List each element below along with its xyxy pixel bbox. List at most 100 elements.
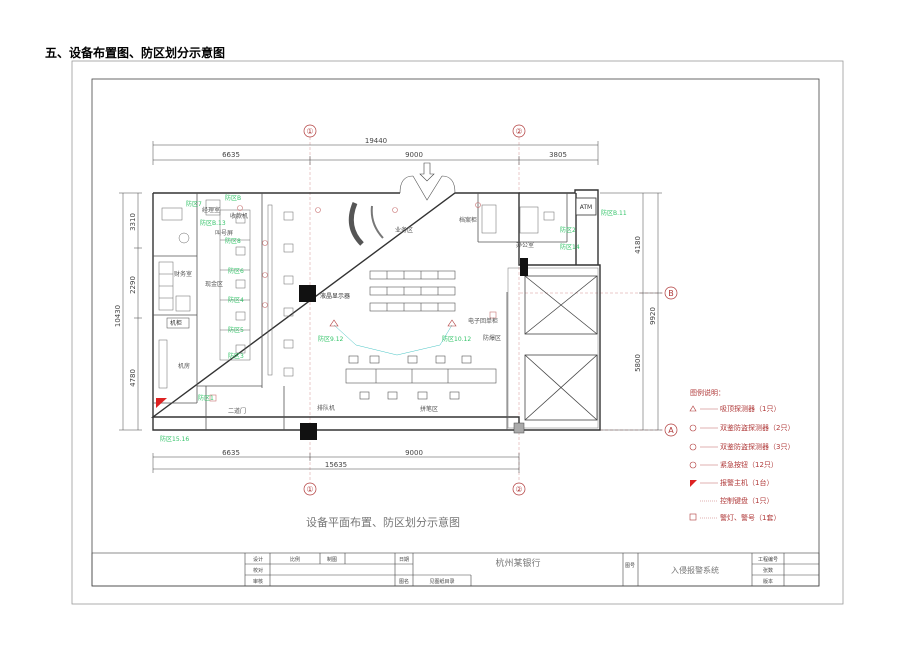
legend: 图例说明： 吸顶探测器（1只） 双鉴防盗探测器（2只） 双鉴防盗探测器（3只） … (689, 388, 794, 522)
reception-counter (370, 205, 384, 239)
legend-symbol-ceiling (689, 405, 697, 412)
tb-date-value: 见图纸目录 (429, 578, 454, 585)
dim-left-3: 4780 (129, 369, 137, 387)
column-post (513, 422, 525, 434)
bottom-dimensions (152, 453, 520, 473)
legend-item-1: 双鉴防盗探测器（2只） (720, 423, 794, 432)
lcd-display-label: 液晶显示器 (320, 292, 350, 300)
legend-symbol-dual-2 (689, 424, 697, 432)
elevator-shafts (507, 267, 599, 429)
svg-text:①: ① (306, 127, 313, 136)
dim-right-total: 9920 (649, 307, 657, 325)
tb-sheet: 张数 (763, 567, 773, 574)
office-label: 办公室 (516, 241, 534, 249)
svg-text:A: A (668, 426, 674, 435)
tb-project-name: 杭州某银行 (495, 557, 540, 569)
dim-left-2: 2290 (129, 276, 137, 294)
tb-system-name: 入侵报警系统 (671, 565, 719, 575)
cabinet-label: 机柜 (170, 319, 182, 327)
queue-display-label: 叫号屏 (215, 229, 233, 237)
legend-item-5: 控制键盘（1只） (720, 496, 773, 505)
zone-label-7: 防区7 (186, 200, 202, 208)
right-dimensions (600, 192, 662, 431)
tb-figure: 图号 (625, 563, 635, 569)
tb-scale: 比例 (290, 556, 300, 563)
blast-zone-label: 防爆区 (483, 334, 501, 342)
tb-project-no: 工程编号 (758, 556, 778, 563)
sheet-outer-border (71, 60, 844, 605)
legend-symbol-siren (689, 513, 697, 521)
drawing-caption: 设备平面布置、防区划分示意图 (306, 515, 460, 529)
svg-text:②: ② (515, 485, 522, 494)
dim-top-total: 19440 (365, 137, 387, 145)
page-heading: 五、设备布置图、防区划分示意图 (45, 46, 226, 60)
zone-label-9-12: 防区9.12 (318, 335, 344, 343)
svg-text:B: B (668, 289, 674, 298)
dim-right-1: 4180 (634, 236, 642, 254)
sensor-markers (209, 202, 497, 402)
zone-label-14: 防区14 (560, 243, 580, 251)
tb-date: 日期 (399, 557, 409, 563)
dim-bottom-left: 6635 (222, 449, 240, 457)
sheet-inner-border (91, 78, 820, 587)
tb-check: 校对 (253, 567, 263, 574)
dim-right-2: 5800 (634, 354, 642, 372)
zone-label-6: 防区6 (228, 267, 244, 275)
ceiling-detectors (329, 319, 457, 327)
manager-room-label: 经理室 (202, 206, 220, 214)
writing-area-label: 拼笔区 (420, 405, 438, 413)
entrance-arrow-icon (419, 162, 435, 182)
second-door-label: 二道门 (228, 407, 246, 415)
legend-item-6: 警灯、警号（1套） (720, 513, 780, 522)
zone-label-b13: 防区B.13 (200, 219, 226, 227)
tb-design: 设计 (253, 556, 263, 563)
tb-name: 图名 (399, 578, 409, 585)
axis-marker-2-bottom: ② (512, 482, 526, 496)
atm-machine (575, 197, 597, 216)
title-block (91, 552, 820, 587)
zone-label-b: 防区B (225, 194, 241, 202)
machine-room-label: 机房 (178, 362, 190, 370)
legend-title: 图例说明： (690, 388, 725, 397)
axis-marker-1-bottom: ① (303, 482, 317, 496)
tb-draw: 制图 (327, 556, 337, 563)
axis-marker-1-top: ① (303, 124, 317, 138)
detector-coverage (333, 324, 453, 356)
legend-symbol-dual-3 (689, 443, 697, 451)
cashier-desks (219, 204, 294, 377)
archive-cabinet-label: 档案柜 (459, 216, 477, 224)
zone-label-b11: 防区B.11 (601, 209, 627, 217)
axis-marker-b: B (664, 286, 678, 300)
emergency-button-marker (156, 398, 167, 408)
axis-marker-a: A (664, 423, 678, 437)
dim-bottom-mid: 9000 (405, 449, 423, 457)
zone-label-15-16: 防区15.16 (160, 435, 189, 443)
teller-counter (345, 355, 497, 400)
alarm-host-unit (300, 423, 317, 440)
queue-machine-label: 排队机 (317, 404, 335, 412)
svg-text:①: ① (306, 485, 313, 494)
left-dimensions (119, 192, 142, 431)
dim-top-right: 3805 (549, 151, 567, 159)
office-furniture (481, 204, 555, 234)
cabinet-box (166, 317, 190, 329)
reception-desk (348, 202, 364, 246)
cash-zone-label: 现金区 (205, 280, 223, 288)
zone-label-5: 防区5 (228, 326, 244, 334)
zone-label-1: 防区1 (198, 394, 214, 402)
legend-symbol-button (689, 461, 697, 469)
zone-label-2: 防区2 (560, 226, 576, 234)
left-room-fixtures (158, 199, 221, 389)
dim-top-mid: 9000 (405, 151, 423, 159)
lcd-display-unit (299, 285, 316, 302)
zone-label-4: 防区4 (228, 296, 244, 304)
business-zone-label: 业务区 (395, 226, 413, 234)
control-keypad-unit (520, 258, 528, 276)
atm-label: ATM (580, 204, 592, 211)
svg-text:②: ② (515, 127, 522, 136)
dim-bottom-total: 15635 (325, 461, 347, 469)
receipt-cabinet-label: 电子回单柜 (468, 317, 498, 325)
entrance-doors (399, 175, 456, 201)
legend-item-2: 双鉴防盗探测器（3只） (720, 442, 794, 451)
